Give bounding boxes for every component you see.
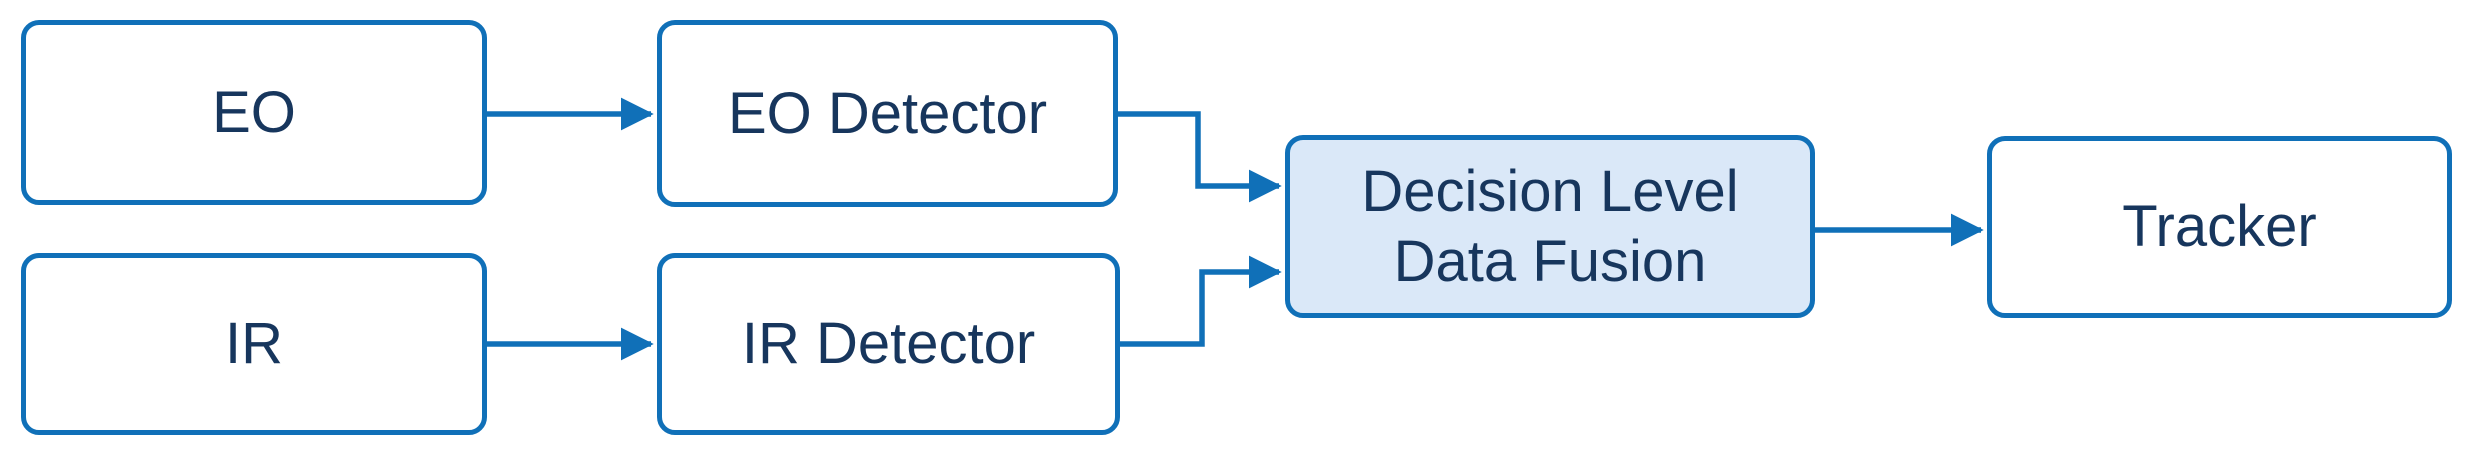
node-ir-detector-label: IR Detector xyxy=(741,311,1036,376)
node-eo-detector: EO Detector xyxy=(657,20,1118,207)
node-fusion-label-line1: Decision Level xyxy=(1361,158,1739,224)
node-eo: EO xyxy=(21,20,487,205)
edge-eo-detector-to-fusion xyxy=(1118,111,1282,203)
edge-ir-detector-to-fusion xyxy=(1120,255,1282,347)
node-eo-label: EO xyxy=(212,79,296,145)
node-tracker-label: Tracker xyxy=(2122,194,2317,259)
node-tracker: Tracker xyxy=(1987,136,2452,318)
node-ir: IR xyxy=(21,253,487,435)
node-ir-label: IR xyxy=(225,311,283,376)
node-fusion-label-line2: Data Fusion xyxy=(1393,228,1707,294)
node-decision-level-data-fusion: Decision Level Data Fusion xyxy=(1285,135,1815,318)
node-eo-detector-label: EO Detector xyxy=(727,80,1048,146)
node-ir-detector: IR Detector xyxy=(657,253,1120,435)
